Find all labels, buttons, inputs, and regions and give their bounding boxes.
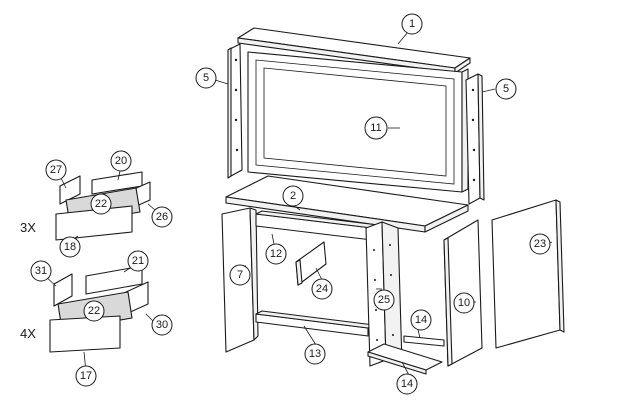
callout-part-24: 24	[311, 278, 333, 300]
svg-text:26: 26	[156, 211, 168, 223]
callout-part-30: 30	[151, 314, 173, 336]
svg-text:22: 22	[95, 198, 107, 210]
callout-part-5-left: 5	[195, 67, 217, 89]
callout-part-14-lower: 14	[396, 373, 418, 395]
svg-text:5: 5	[503, 83, 509, 95]
bottom-rail-part-13	[255, 310, 375, 337]
svg-text:1: 1	[409, 18, 415, 30]
door-panel-part-23	[491, 199, 565, 349]
svg-text:27: 27	[50, 164, 62, 176]
svg-text:14: 14	[401, 378, 413, 390]
back-panel-part-24	[295, 241, 327, 286]
callout-part-7: 7	[229, 264, 251, 286]
side-post-left-part-5	[227, 43, 243, 179]
svg-text:14: 14	[415, 314, 427, 326]
callout-part-12: 12	[265, 243, 287, 265]
callout-part-22-large: 22	[83, 300, 105, 322]
callout-part-2: 2	[282, 185, 304, 207]
mirror-frame-part-11	[247, 51, 469, 193]
svg-text:25: 25	[378, 294, 390, 306]
callout-part-22-small: 22	[90, 193, 112, 215]
svg-text:5: 5	[203, 72, 209, 84]
svg-text:17: 17	[80, 370, 92, 382]
callout-part-26: 26	[151, 206, 173, 228]
callout-part-25: 25	[373, 289, 395, 311]
callout-part-13: 13	[304, 343, 326, 365]
callout-part-18: 18	[59, 236, 81, 258]
callout-part-23: 23	[529, 233, 551, 255]
callout-part-14-upper: 14	[410, 309, 432, 331]
callout-part-5-right: 5	[495, 78, 517, 100]
side-post-right-part-5	[465, 73, 485, 205]
callout-part-31: 31	[30, 260, 52, 282]
callout-part-11: 11	[364, 116, 388, 140]
callout-part-10: 10	[453, 292, 475, 314]
top-panel-part-1	[237, 27, 471, 74]
svg-text:24: 24	[316, 283, 328, 295]
svg-text:22: 22	[88, 305, 100, 317]
svg-text:10: 10	[458, 297, 470, 309]
callout-part-20: 20	[110, 150, 132, 172]
middle-divider-part-25	[365, 221, 403, 367]
svg-text:31: 31	[35, 265, 47, 277]
svg-text:7: 7	[237, 269, 243, 281]
callout-part-27: 27	[45, 159, 67, 181]
svg-text:12: 12	[270, 248, 282, 260]
shelf-part-14-lower	[367, 343, 443, 375]
svg-text:20: 20	[115, 155, 127, 167]
quantity-label-small-drawer: 3X	[20, 220, 36, 235]
shelf-part-14-upper	[403, 335, 445, 347]
svg-text:2: 2	[290, 190, 296, 202]
callout-part-21: 21	[127, 250, 149, 272]
svg-text:18: 18	[64, 241, 76, 253]
svg-text:23: 23	[534, 238, 546, 250]
svg-text:11: 11	[370, 122, 381, 134]
svg-text:30: 30	[156, 319, 168, 331]
quantity-label-large-drawer: 4X	[20, 326, 36, 341]
svg-text:13: 13	[309, 348, 321, 360]
svg-text:21: 21	[132, 255, 144, 267]
callout-part-17: 17	[75, 365, 97, 387]
callout-part-1: 1	[401, 13, 423, 35]
